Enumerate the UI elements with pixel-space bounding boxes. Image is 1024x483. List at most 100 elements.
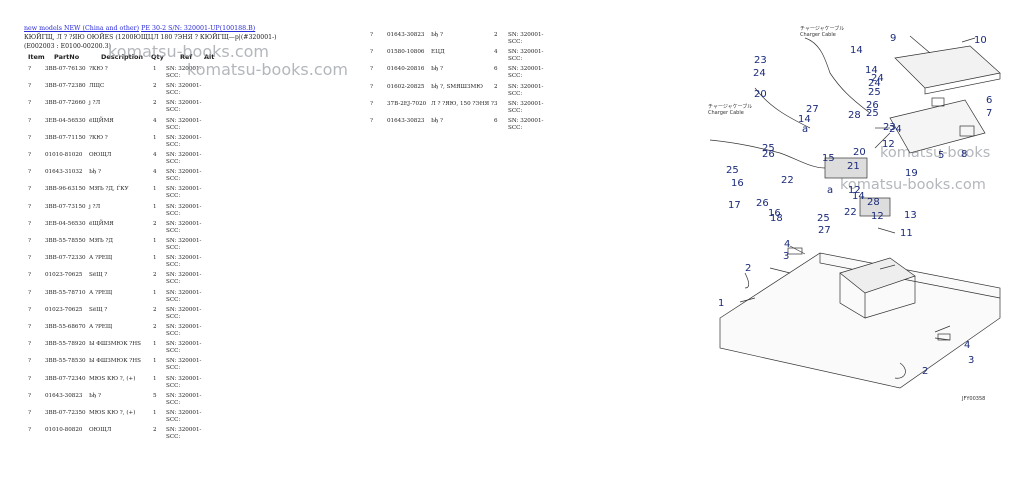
cell-description: ј ?Л — [89, 203, 101, 210]
callout-number: 15 — [822, 153, 835, 164]
cell-sn: SN: 320001-SCC: — [166, 410, 202, 423]
col-header-alt: Alt — [204, 53, 215, 61]
callout-number: 26 — [762, 149, 775, 160]
cell-description: А ?РЕЩ — [89, 324, 113, 330]
cell-qty: 3 — [494, 100, 498, 107]
cell-partno: 3BB-07-72330 — [45, 255, 86, 262]
hold-clip — [744, 272, 750, 289]
callout-number: 27 — [806, 104, 819, 115]
callout-number: 1 — [718, 298, 724, 309]
col-header-partno: PartNo — [54, 53, 80, 61]
cell-qty: 2 — [153, 272, 157, 279]
cell-description: Ьђ ? — [89, 392, 102, 399]
cell-qty: 4 — [494, 49, 498, 56]
cell-sn: SN: 320001-SCC: — [166, 100, 202, 114]
cell-sn: SN: 320001-SCC: — [166, 392, 202, 406]
cell-partno: 01602-20825 — [387, 83, 425, 90]
callout-number: 24 — [889, 124, 902, 135]
cell-sn: SN: 320001-SCC: — [166, 306, 202, 320]
callout-number: 23 — [754, 55, 767, 66]
cell-qty: 1 — [153, 358, 157, 365]
cell-qty: 2 — [153, 220, 157, 227]
cell-partno: 3BB-96-63150 — [45, 186, 86, 193]
cell-description: ?КЮ ? — [89, 134, 108, 141]
callout-number: 27 — [818, 225, 831, 236]
cell-description: Ьђ ? — [431, 118, 444, 124]
callout-number: 5 — [938, 150, 944, 161]
cell-item: ? — [28, 272, 31, 279]
cell-item: ? — [28, 152, 31, 158]
cell-sn: SN: 320001-SCC: — [166, 220, 202, 234]
callout-number: 24 — [868, 78, 881, 89]
cell-partno: 01023-70625 — [45, 272, 83, 279]
cover-plate — [937, 333, 951, 341]
cell-sn: SN: 320001-SCC: — [508, 66, 544, 80]
cell-partno: 01643-30823 — [45, 392, 83, 399]
cell-item: ? — [370, 32, 373, 38]
cell-partno: 3EB-04-56530 — [45, 117, 86, 124]
col-header-ref: Ref — [180, 53, 193, 61]
cell-description: ЛЩС — [89, 83, 105, 90]
figure-code: JFY00358 — [961, 396, 985, 402]
cell-description: А ?РЕЩ — [89, 255, 113, 262]
callout-number: 25 — [817, 213, 830, 224]
cell-partno: 3BB-07-72380 — [45, 83, 86, 90]
cell-qty: 1 — [153, 66, 157, 72]
callout-number: 9 — [890, 33, 896, 44]
cell-item: ? — [28, 134, 31, 141]
cell-item: ? — [28, 289, 31, 296]
breadcrumb-link-machine[interactable]: PE 30-2 S/N: 320001-UP(100188.B) — [141, 25, 256, 32]
callout-number: 6 — [986, 95, 992, 106]
cell-qty: 2 — [153, 427, 157, 434]
tray-bracket — [959, 125, 975, 137]
cell-partno: 37B-2EJ-7020 — [387, 100, 427, 107]
callout-number: 14 — [850, 45, 863, 56]
callout-number: 7 — [986, 108, 992, 119]
cell-qty: 1 — [153, 289, 157, 296]
callout-number: 21 — [847, 161, 860, 172]
cell-sn: SN: 320001-SCC: — [166, 238, 202, 251]
cell-partno: 3BB-07-72660 — [45, 100, 86, 107]
breadcrumb-link-models[interactable]: new models NEW (China and other) — [24, 25, 140, 32]
callout-number: 11 — [900, 228, 913, 239]
cell-description: Ьђ ? — [89, 169, 102, 176]
callout-number: a — [827, 185, 833, 196]
cell-description: ОЮЩЛ — [89, 152, 112, 158]
callout-number: 18 — [770, 213, 783, 224]
cell-description: Ьђ ? — [431, 32, 444, 38]
cell-item: ? — [28, 66, 31, 72]
cell-item: ? — [28, 410, 31, 416]
charger-unit — [859, 197, 891, 217]
callout-number: 26 — [866, 100, 879, 111]
callout-number: 28 — [867, 197, 880, 208]
cell-description: А ?РЕЩ — [89, 289, 113, 296]
